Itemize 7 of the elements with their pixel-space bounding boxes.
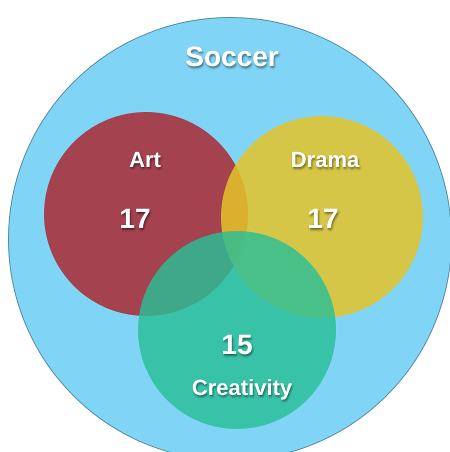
set-label: Art: [129, 147, 161, 173]
set-label: Creativity: [192, 375, 292, 401]
set-label: Drama: [290, 147, 360, 173]
count-label: 17: [307, 203, 339, 235]
set-label: Soccer: [185, 41, 279, 73]
count-label: 15: [221, 329, 253, 361]
count-label: 17: [119, 203, 151, 235]
